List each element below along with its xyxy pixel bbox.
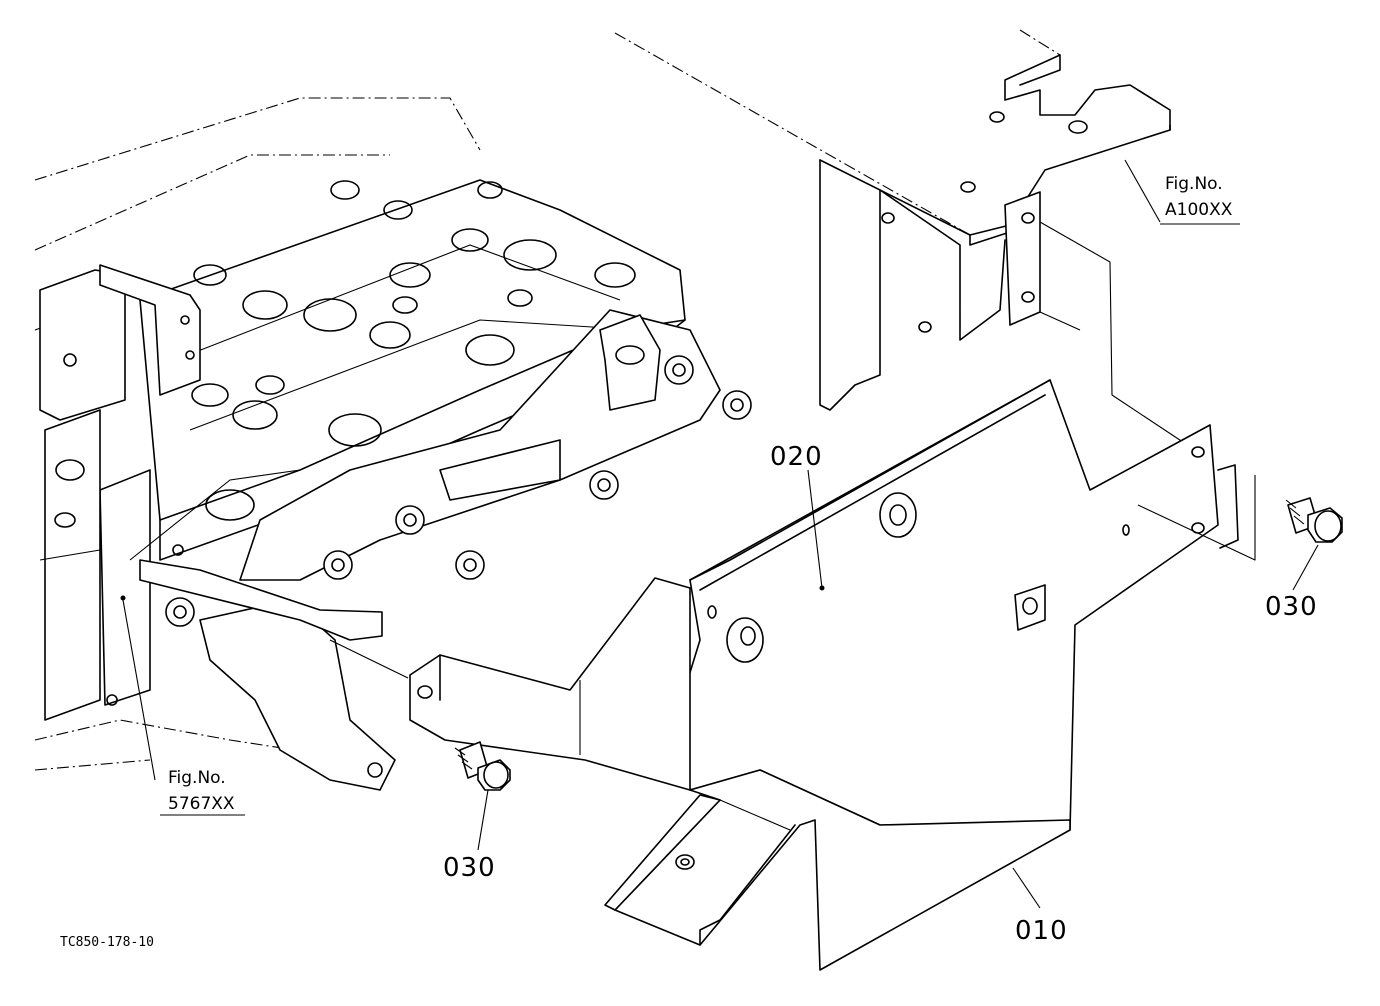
callout-020: 020 [770, 442, 823, 472]
manifold-nut [589, 470, 619, 500]
frame-top [614, 29, 1211, 461]
callout-010: 010 [1015, 916, 1068, 946]
manifold-nut [664, 355, 694, 385]
manifold-nut [165, 597, 195, 627]
figref-left-line2: 5767XX [168, 794, 235, 814]
figref-left-line1: Fig.No. [168, 768, 226, 788]
callout-030-right: 030 [1265, 592, 1318, 622]
part-010-bracket [329, 475, 1256, 971]
callout-030-left: 030 [443, 853, 496, 883]
manifold-nut [722, 390, 752, 420]
engine-block [34, 97, 752, 791]
manifold-nut [395, 505, 425, 535]
bolt-030-left [454, 741, 511, 791]
bolt-030-right [1285, 497, 1343, 543]
part-020-shield [679, 379, 1239, 831]
leader-lines [120, 159, 1319, 909]
reference-code: TC850-178-10 [60, 935, 154, 950]
manifold-nut [455, 550, 485, 580]
figref-top-line2: A100XX [1165, 200, 1233, 220]
manifold-nut [323, 550, 353, 580]
figref-top-line1: Fig.No. [1165, 174, 1223, 194]
